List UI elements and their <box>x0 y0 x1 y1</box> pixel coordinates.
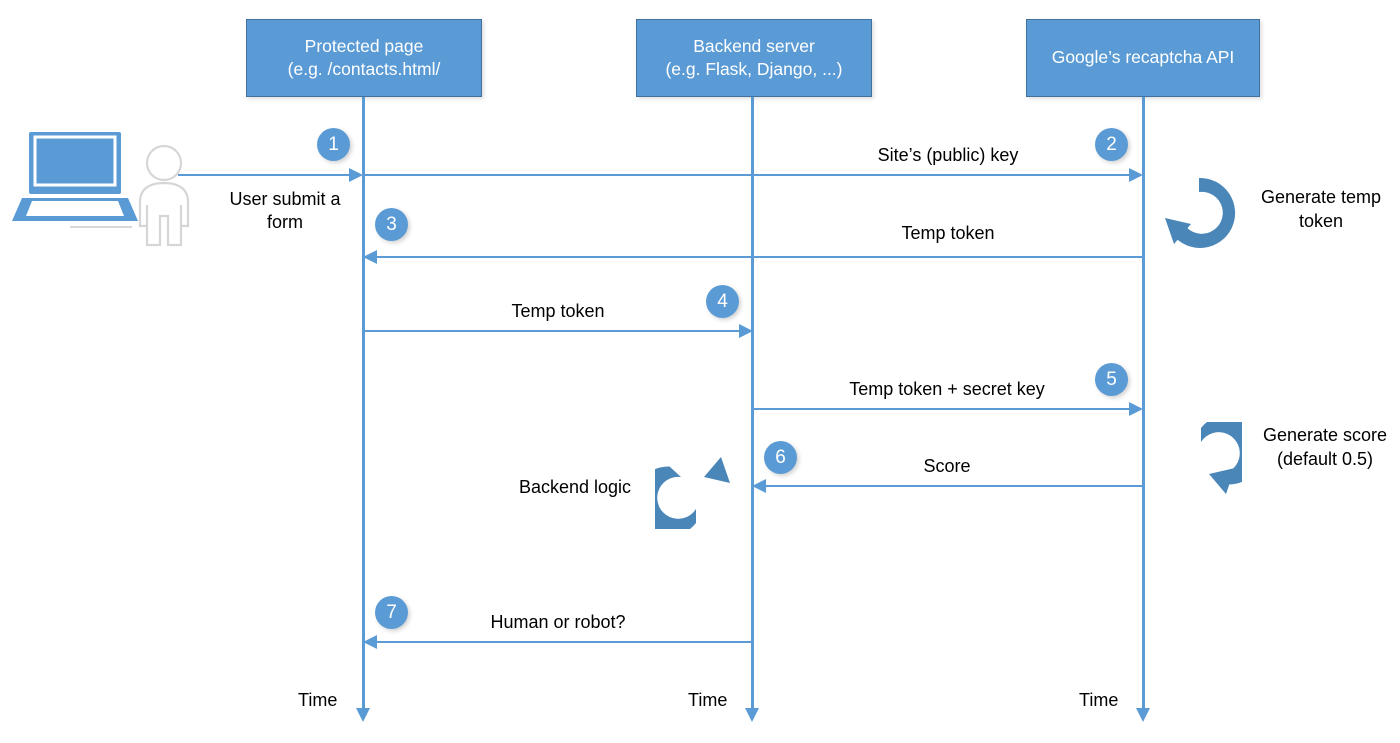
message-arrowhead-3 <box>363 250 377 264</box>
time-label-backend-server: Time <box>688 690 728 710</box>
message-line-4 <box>363 330 741 332</box>
step-badge-1: 1 <box>317 128 350 161</box>
self-action-label-generate-temp-token: Generate temp token <box>1248 186 1394 234</box>
self-action-label-generate-score: Generate score (default 0.5) <box>1250 424 1400 472</box>
message-label-6: Score <box>923 456 971 476</box>
step-badge-3: 3 <box>375 208 408 241</box>
message-label-4: Temp token <box>511 301 605 321</box>
actor-box-protected-page[interactable]: Protected page (e.g. /contacts.html/ <box>246 19 482 97</box>
self-action-label-line1: Generate score <box>1262 425 1388 445</box>
message-line-5 <box>752 408 1131 410</box>
message-arrowhead-5 <box>1129 402 1143 416</box>
message-label-3: Temp token <box>901 223 995 243</box>
circular-arrow-clockwise-icon <box>655 457 730 529</box>
lifeline-recaptcha-api <box>1142 97 1145 710</box>
self-action-label-line1: Backend logic <box>518 477 632 497</box>
message-line-6 <box>764 485 1143 487</box>
laptop-icon <box>12 132 138 221</box>
step-badge-7: 7 <box>375 596 408 629</box>
actor-label-line1: Google’s recaptcha API <box>1051 47 1235 68</box>
message-label-1-line2: form <box>267 212 303 233</box>
step-badge-2: 2 <box>1095 128 1128 161</box>
circular-arrow-counterclockwise-icon <box>1165 177 1236 248</box>
actor-label-line1: Protected page <box>304 35 424 56</box>
actor-box-backend-server[interactable]: Backend server (e.g. Flask, Django, ...) <box>636 19 872 97</box>
message-label-2: Site’s (public) key <box>877 145 1019 165</box>
message-label-1-line1: User submit a <box>229 189 341 209</box>
message-line-1 <box>178 174 350 176</box>
self-action-label-backend-logic: Backend logic <box>500 476 650 500</box>
step-badge-4: 4 <box>706 285 739 318</box>
message-line-7 <box>375 641 752 643</box>
message-line-2 <box>363 174 1131 176</box>
lifeline-protected-page <box>362 97 365 710</box>
self-action-label-line2: (default 0.5) <box>1276 448 1374 469</box>
message-arrowhead-2 <box>1129 168 1143 182</box>
actor-label-line1: Backend server <box>693 35 815 56</box>
message-label-5: Temp token + secret key <box>849 379 1045 399</box>
desk-line <box>70 226 132 228</box>
circular-arrow-clockwise-icon <box>1201 422 1242 494</box>
lifeline-arrowhead-recaptcha-api <box>1136 708 1150 722</box>
message-arrowhead-1 <box>349 168 363 182</box>
actor-label-line2: (e.g. /contacts.html/ <box>287 59 441 79</box>
lifeline-arrowhead-protected-page <box>356 708 370 722</box>
message-arrowhead-4 <box>739 324 753 338</box>
lifeline-backend-server <box>751 97 754 710</box>
message-line-3 <box>375 256 1143 258</box>
step-badge-6: 6 <box>764 441 797 474</box>
lifeline-arrowhead-backend-server <box>745 708 759 722</box>
step-badge-5: 5 <box>1095 363 1128 396</box>
message-arrowhead-7 <box>363 635 377 649</box>
message-arrowhead-6 <box>752 479 766 493</box>
time-label-protected-page: Time <box>298 690 338 710</box>
user-actor <box>8 130 190 247</box>
actor-box-recaptcha-api[interactable]: Google’s recaptcha API <box>1026 19 1260 97</box>
person-icon <box>138 144 190 247</box>
self-action-label-line1: Generate temp <box>1260 187 1382 207</box>
time-label-recaptcha-api: Time <box>1079 690 1119 710</box>
message-label-7: Human or robot? <box>490 612 626 632</box>
self-action-label-line2: token <box>1298 210 1344 231</box>
message-label-1: User submit a form <box>182 188 388 235</box>
actor-label-line2: (e.g. Flask, Django, ...) <box>665 59 843 79</box>
